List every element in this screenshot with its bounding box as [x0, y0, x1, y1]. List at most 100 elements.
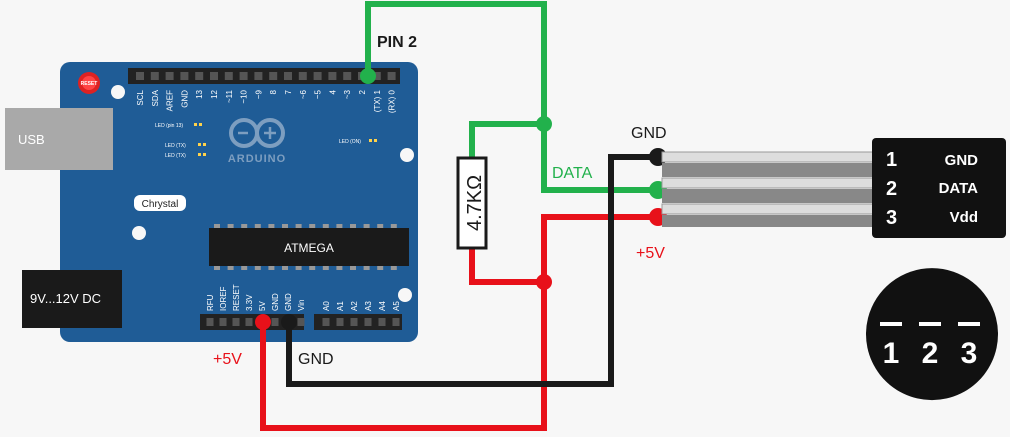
chip-leg: [295, 224, 302, 228]
sensor-pin-1-num: 1: [886, 149, 897, 171]
chip-leg: [214, 266, 220, 270]
header-pin: [224, 72, 233, 80]
header-pin: [343, 72, 352, 80]
chip-leg: [322, 224, 329, 228]
digital-pin-label: AREF: [166, 90, 175, 111]
header-pin: [254, 72, 263, 80]
led: [198, 143, 201, 146]
power-pin-label: GND: [271, 293, 280, 311]
header-pin: [392, 318, 400, 326]
chip-leg: [282, 266, 288, 270]
header-pin: [180, 72, 189, 80]
power-pin-label: IOREF: [219, 286, 228, 311]
analog-pin-label: A5: [392, 301, 401, 311]
pin2-label: PIN 2: [377, 34, 417, 51]
digital-pin-label: ~3: [343, 89, 352, 99]
header-pin: [206, 318, 214, 326]
chip-leg: [350, 224, 356, 228]
power-pin-label: Vin: [297, 300, 306, 311]
power-pin-label: RESET: [232, 284, 241, 311]
chip-leg: [227, 224, 234, 228]
header-pin: [269, 72, 278, 80]
chip-leg: [241, 224, 248, 228]
ds18b20-sensor: [872, 138, 1006, 238]
header-pin: [322, 318, 330, 326]
chip-leg: [363, 224, 370, 228]
bottom-pin-row: [206, 318, 400, 326]
data-junction: [536, 116, 552, 132]
header-pin: [150, 72, 159, 80]
vcc-junction: [536, 274, 552, 290]
digital-pin-label: ~11: [225, 89, 234, 103]
analog-pin-label: A0: [322, 301, 331, 311]
chip-label: ATMEGA: [284, 241, 334, 255]
analog-pin-label: A1: [336, 301, 345, 311]
variant-badge: [134, 195, 186, 211]
gnd-left-label: GND: [298, 351, 334, 368]
header-pin: [210, 72, 218, 80]
led-label: LED (TX): [165, 153, 186, 159]
led-label: LED (ON): [339, 139, 361, 145]
chip-leg: [214, 224, 220, 228]
chip-leg: [268, 266, 275, 270]
header-pin: [239, 72, 248, 80]
led-label: LED (pin 13): [155, 123, 183, 129]
led: [198, 153, 201, 156]
digital-pin-label: 4: [328, 89, 337, 94]
wires: [260, 1, 658, 431]
chip-leg: [254, 266, 261, 270]
digital-pin-label: 8: [269, 89, 278, 94]
digital-pin-label: ~6: [299, 89, 308, 99]
header-pin: [219, 318, 227, 326]
mount-hole: [132, 226, 146, 240]
usb-port: [5, 108, 113, 170]
header-pin: [245, 318, 253, 326]
bottom-view-num-1: 1: [883, 337, 900, 370]
power-pin-label: 5V: [258, 301, 267, 311]
chip-leg: [282, 224, 288, 228]
led: [194, 123, 197, 126]
pin2-junction: [360, 68, 376, 84]
led-label: LED (TX): [165, 143, 186, 149]
header-pin: [313, 72, 322, 80]
board-brand: ARDUINO: [228, 153, 286, 165]
to92-outline: [866, 318, 999, 401]
resistor-label: 4.7KΩ: [464, 175, 486, 231]
chip-leg: [241, 266, 248, 270]
gnd-right-label: GND: [631, 125, 667, 142]
chip-leg: [350, 266, 356, 270]
digital-pin-label: ~10: [240, 89, 249, 103]
header-pin: [195, 72, 204, 80]
vcc-wire: [260, 214, 658, 431]
header-pin: [271, 318, 279, 326]
led: [203, 143, 206, 146]
chip-leg: [390, 266, 397, 270]
header-pin: [372, 72, 381, 80]
atmega-chip: [209, 228, 409, 266]
sensor-pin-3-num: 3: [886, 207, 897, 229]
digital-pin-label: SDA: [151, 89, 160, 106]
header-pin: [387, 72, 396, 80]
chip-leg: [309, 224, 316, 228]
header-pin: [298, 72, 307, 80]
led: [199, 123, 202, 126]
header-pin: [297, 318, 305, 326]
reset-label: RESET: [81, 81, 98, 87]
mount-hole: [398, 288, 412, 302]
power-pin-label: GND: [284, 293, 293, 311]
sensor-pin-1-name: GND: [945, 152, 979, 169]
digital-pin-label: ~5: [314, 89, 323, 99]
mount-hole: [111, 85, 125, 99]
usb-label: USB: [18, 132, 45, 147]
chip-leg: [390, 224, 397, 228]
chip-legs: [214, 224, 397, 270]
sensor-leads: [661, 151, 875, 227]
resistor-vcc-wire: [469, 248, 544, 285]
power-jack: [22, 270, 122, 328]
sensor-pin-2-num: 2: [886, 178, 897, 200]
led-indicators: LED (pin 13) LED (TX) LED (TX) LED (ON): [155, 123, 377, 159]
header-pin: [378, 318, 386, 326]
